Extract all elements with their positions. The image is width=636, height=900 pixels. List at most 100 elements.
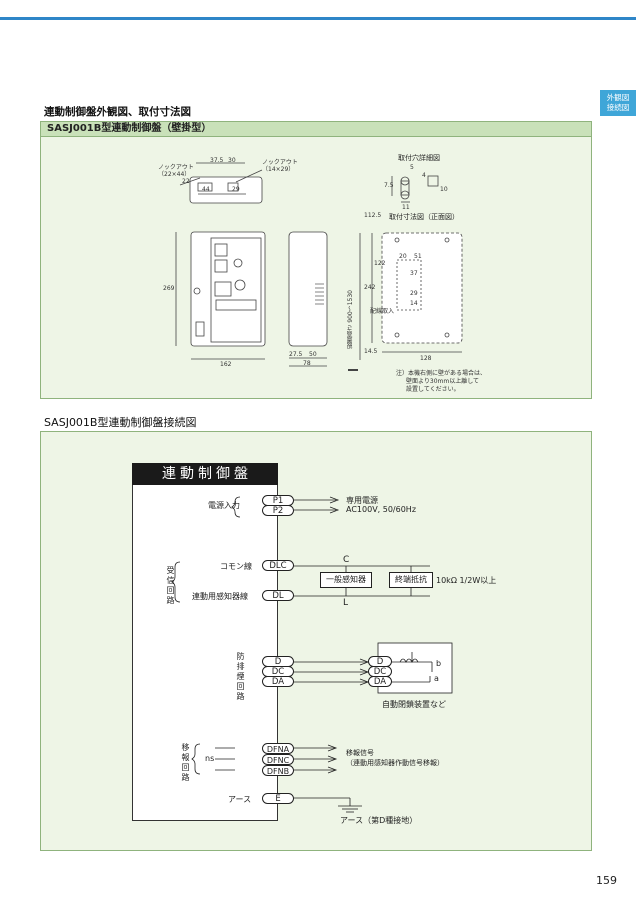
front-lock <box>193 287 201 295</box>
terminator-box: 終端抵抗 <box>389 572 433 588</box>
section1-heading: 連動制御盤外観図、取付寸法図 <box>44 106 191 118</box>
closer-device-label: 自動閉鎖装置など <box>382 700 446 709</box>
brace-receive <box>171 561 181 603</box>
mount-cutout <box>396 259 422 311</box>
dim-269: 269 <box>163 285 175 292</box>
terminal-dfna: DFNA <box>262 743 294 754</box>
mount-hole-4 <box>444 332 450 338</box>
power-dest-line1: 専用電源 <box>346 496 378 505</box>
side-index-tab[interactable]: 外観図 接続図 <box>600 90 636 116</box>
note-line-1: 注）本機右側に壁がある場合は、 <box>396 370 487 377</box>
arrow-dfna <box>327 744 338 752</box>
section1-drawing-area <box>40 137 592 399</box>
knockout-right-label1: ノックアウト <box>262 159 298 166</box>
knockout-left-label2: （22×44） <box>158 171 191 178</box>
front-indicator-2 <box>214 259 228 273</box>
detector-box: 一般感知器 <box>320 572 372 588</box>
front-indicator-1 <box>214 243 228 257</box>
arrow-dfnb <box>327 766 338 774</box>
mount-hole-1 <box>394 237 400 243</box>
dim-112-5: 112.5 <box>364 212 382 219</box>
mount-hole-3 <box>394 332 400 338</box>
side-tab-line2: 接続図 <box>606 103 630 112</box>
control-panel-body <box>132 485 278 821</box>
terminal-e: E <box>262 793 294 804</box>
side-view-body <box>288 231 328 347</box>
terminal-dl: DL <box>262 590 294 601</box>
hole-dim-10: 10 <box>440 186 448 193</box>
dim-162: 162 <box>220 361 232 368</box>
knockout-left-label1: ノックアウト <box>158 164 194 171</box>
dim-20: 20 <box>399 253 407 260</box>
ns-contact-lines <box>215 747 235 771</box>
dim-37-5: 37.5 <box>210 157 224 164</box>
dim-44: 44 <box>202 186 210 193</box>
dim-78: 78 <box>303 360 311 367</box>
top-rule <box>0 17 636 20</box>
hole-detail-title: 取付穴詳細図 <box>398 154 440 162</box>
arrow-dfnc <box>327 755 338 763</box>
dim-27-5: 27.5 <box>289 351 303 358</box>
front-terminal-cover <box>195 321 205 337</box>
knockout-right-label2: （14×29） <box>262 166 295 173</box>
wiring-entry-label: 配線取入 <box>370 308 395 315</box>
closer-coil <box>399 658 419 663</box>
leader-right <box>235 169 263 183</box>
front-switch <box>234 279 246 291</box>
dim-242: 242 <box>364 284 376 291</box>
hole-dim-4: 4 <box>422 172 426 179</box>
resistor-spec: 10kΩ 1/2W以上 <box>436 576 497 585</box>
terminal-dfnb: DFNB <box>262 765 294 776</box>
power-dest-line2: AC100V, 50/60Hz <box>346 505 417 514</box>
smoke-control-label: 防排煙回路 <box>236 652 245 701</box>
earth-label: アース <box>228 795 252 804</box>
dim-29: 29 <box>232 186 240 193</box>
dim-29b: 29 <box>410 290 418 297</box>
hole-bottom <box>400 190 410 200</box>
brace-power <box>231 496 241 518</box>
l-label: L <box>343 598 349 608</box>
dim-14-5: 14.5 <box>364 348 378 355</box>
arrow-p1 <box>329 496 340 504</box>
knockout-left <box>197 182 213 192</box>
note-line-2: 壁面より30mm以上離して <box>406 378 480 385</box>
receive-circuit-label: 受信回路 <box>166 566 175 605</box>
earth-dest-label: アース（第D種接地） <box>340 816 418 825</box>
hole-slot <box>400 180 410 196</box>
section2-heading: SASJ001B型連動制御盤接続図 <box>44 416 197 429</box>
terminal-p2: P2 <box>262 505 294 516</box>
hole-dim-5: 5 <box>410 164 414 171</box>
brace-transfer <box>191 743 201 775</box>
side-vents <box>315 283 324 305</box>
contact-b-label: b <box>436 659 442 668</box>
transfer-dest-line1: 移報信号 <box>346 749 374 757</box>
ns-label: ns <box>205 754 215 763</box>
dim-51: 51 <box>414 253 422 260</box>
front-speaker <box>214 281 232 297</box>
side-tab-line1: 外観図 <box>606 93 630 102</box>
contact-a-label: a <box>434 674 439 683</box>
dim-30: 30 <box>228 157 236 164</box>
leader-left <box>179 177 201 186</box>
dim-122: 122 <box>374 260 386 267</box>
linked-detector-line-label: 連動用感知器線 <box>192 592 248 601</box>
note-line-3: 設置してください。 <box>406 386 460 393</box>
c-label: C <box>343 555 350 565</box>
closer-terminal-da: DA <box>368 676 392 687</box>
section1-title-bar: SASJ001B型連動制御盤（壁掛型） <box>40 121 592 137</box>
knockout-right <box>227 182 239 192</box>
control-panel-title: 連動制御盤 <box>132 463 278 485</box>
mount-hole-2 <box>444 237 450 243</box>
common-line-label: コモン線 <box>220 562 252 571</box>
hole-side-detail <box>427 175 439 187</box>
transfer-dest-line2: （連動用感知器作動信号移報） <box>346 759 444 767</box>
mount-title: 取付寸法図（正面図） <box>389 213 459 221</box>
dim-128: 128 <box>420 355 432 362</box>
dim-14: 14 <box>410 300 418 307</box>
terminal-dlc: DLC <box>262 560 294 571</box>
terminal-da: DA <box>262 676 294 687</box>
dim-50: 50 <box>309 351 317 358</box>
dim-37: 37 <box>410 270 418 277</box>
